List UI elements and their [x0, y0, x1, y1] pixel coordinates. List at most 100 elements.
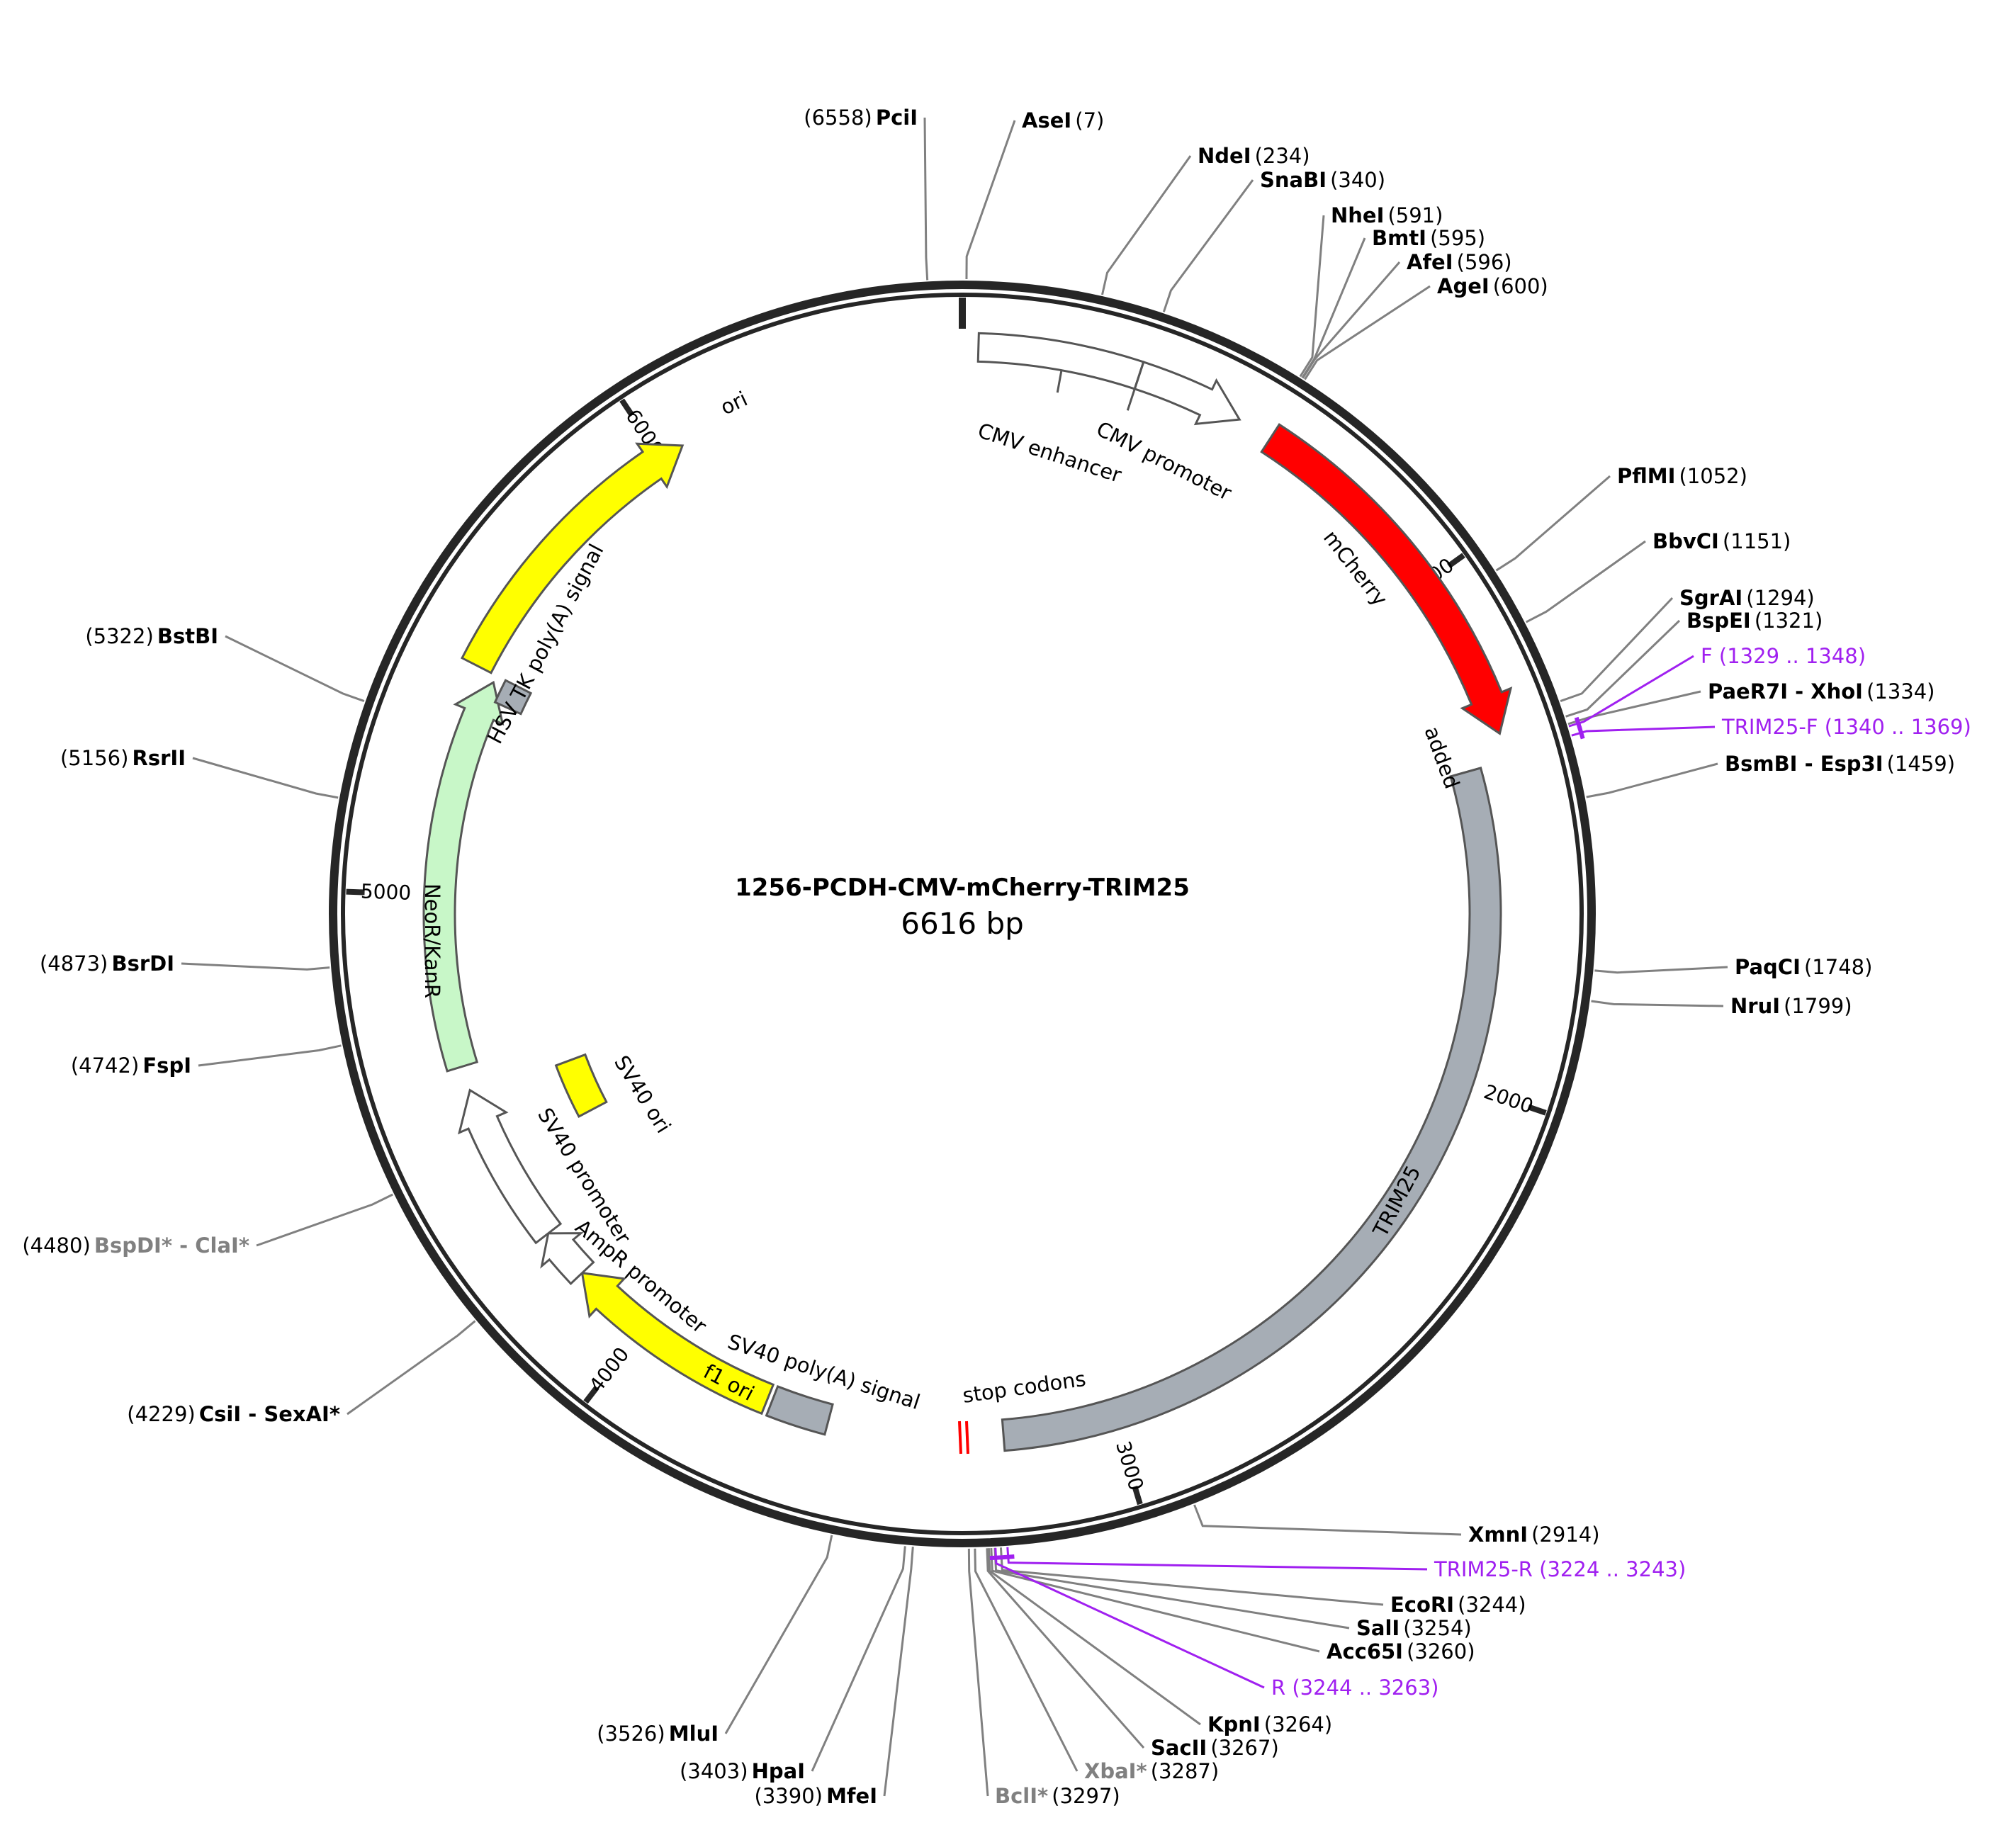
site-label-acc65i: Acc65I (3260): [1327, 1639, 1475, 1664]
site-label-bcli-: BclI* (3297): [995, 1784, 1120, 1808]
tick-label: 4000: [585, 1343, 634, 1397]
site-label-hpai: (3403) HpaI: [680, 1759, 805, 1783]
tick-mark: [346, 888, 365, 896]
site-label-asei: AseI (7): [1022, 108, 1104, 132]
feature-label-ori: ori: [716, 387, 751, 420]
feature-sv40-polya: [765, 1385, 834, 1436]
site-leader-line: [883, 1547, 914, 1797]
site-leader-line: [990, 1548, 1320, 1653]
site-label-ecori: EcoRI (3244): [1390, 1593, 1526, 1617]
plasmid-size: 6616 bp: [901, 906, 1024, 941]
stop-codon-marks: [958, 1420, 969, 1455]
site-label-sacii: SacII (3267): [1151, 1736, 1279, 1760]
tick-mark: [619, 398, 635, 417]
feature-sv40-ori: [554, 1053, 608, 1119]
stop-codons-label: stop codons: [961, 1367, 1087, 1408]
primer-label-trim25-f: TRIM25-F (1340 .. 1369): [1721, 715, 1971, 739]
feature-trim25: [1001, 767, 1502, 1452]
site-leader-line: [347, 1320, 476, 1416]
site-leader-line: [987, 1548, 1201, 1726]
site-label-rsrii: (5156) RsrII: [60, 746, 186, 770]
site-leader-line: [967, 1548, 989, 1797]
backbone-inner-ring: [341, 293, 1584, 1535]
feature-label-sv40-ori: SV40 ori: [609, 1051, 676, 1138]
site-leader-line: [724, 1535, 833, 1734]
primer-label-trim25-r: TRIM25-R (3224 .. 3243): [1434, 1557, 1686, 1581]
primer-labels: F (1329 .. 1348) TRIM25-F (1340 .. 1369) T…: [989, 644, 1971, 1700]
site-label-bbvci: BbvCI (1151): [1652, 529, 1791, 553]
site-leader-line: [1495, 475, 1611, 572]
site-label-fspi: (4742) FspI: [71, 1054, 191, 1078]
site-leader-line: [923, 117, 929, 281]
site-leader-line: [1586, 762, 1718, 798]
tick-mark: [1527, 1104, 1547, 1116]
tick-label: 5000: [360, 879, 411, 905]
site-leader-line: [986, 1548, 1145, 1749]
site-label-ndei: NdeI (234): [1198, 144, 1310, 168]
tick-mark: [583, 1385, 599, 1404]
plasmid-title: 1256-PCDH-CMV-mCherry-TRIM25: [735, 874, 1190, 902]
site-leader-line: [965, 120, 1016, 280]
site-leader-line: [1304, 285, 1431, 380]
tick-label: 2000: [1481, 1080, 1536, 1118]
site-leader-line: [256, 1193, 393, 1247]
site-label-nhei: NheI (591): [1331, 203, 1443, 227]
site-label-bspei: BspEI (1321): [1686, 609, 1823, 633]
site-leader-line: [1591, 1000, 1724, 1007]
primer-binding-mark: [1577, 726, 1585, 740]
site-label-csii-sexai-: (4229) CsiI - SexAI*: [127, 1402, 340, 1426]
site-label-paer7i-xhoi: PaeR7I - XhoI (1334): [1708, 679, 1935, 704]
site-leader-line: [1101, 155, 1192, 295]
site-leader-line: [1302, 261, 1401, 379]
feature-arrows: [422, 332, 1513, 1455]
site-leader-line: [1560, 597, 1674, 703]
site-label-xbai-: XbaI* (3287): [1084, 1759, 1219, 1783]
site-label-agei: AgeI (600): [1437, 274, 1548, 298]
plasmid-backbone: [329, 281, 1596, 1547]
feature-cmv-enhancer: [976, 332, 1145, 390]
primer-label-f: F (1329 .. 1348): [1701, 644, 1866, 668]
site-label-bmti: BmtI (595): [1372, 226, 1485, 250]
primer-leader-line: [1568, 655, 1694, 728]
site-leader-line: [198, 1044, 342, 1067]
site-label-nrui: NruI (1799): [1730, 994, 1852, 1018]
primer-leader-line: [1571, 725, 1716, 737]
cmv-promoter-pointer: [1126, 361, 1145, 411]
stop-codon-mark: [958, 1420, 962, 1455]
site-leader-line: [192, 757, 339, 799]
feature-label-added: added: [1419, 723, 1464, 792]
site-leader-line: [225, 635, 365, 703]
site-label-sali: SalI (3254): [1356, 1616, 1472, 1640]
tick-label: 3000: [1111, 1438, 1148, 1493]
site-leader-line: [974, 1548, 1079, 1772]
feature-ampr-promoter: [540, 1232, 595, 1285]
stop-codon-mark: [965, 1420, 969, 1455]
site-label-pcii: (6558) PciI: [804, 106, 918, 130]
backbone-outer-ring: [329, 281, 1596, 1547]
feature-sv40-promoter: [458, 1088, 563, 1245]
primer-leader-line: [994, 1547, 1265, 1689]
site-label-bspdi-clai-: (4480) BspDI* - ClaI*: [22, 1233, 249, 1258]
tick-mark: [1447, 553, 1465, 569]
site-label-pflmi: PflMI (1052): [1617, 464, 1747, 488]
site-label-bstbi: (5322) BstBI: [85, 624, 218, 648]
site-label-bsmbi-esp3i: BsmBI - Esp3I (1459): [1725, 752, 1955, 776]
feature-ori: [461, 442, 685, 674]
site-leader-line: [811, 1546, 906, 1772]
site-leader-line: [1594, 966, 1728, 974]
site-label-sgrai: SgrAI (1294): [1679, 586, 1815, 610]
tick-mark: [1132, 1485, 1143, 1506]
site-label-afei: AfeI (596): [1407, 250, 1512, 274]
primer-leader-line: [1006, 1547, 1428, 1571]
primer-binding-mark: [989, 1555, 1003, 1561]
site-leader-line: [1526, 540, 1646, 623]
site-label-kpni: KpnI (3264): [1207, 1712, 1332, 1736]
restriction-site-labels: (6558) PciI AseI (7) NdeI (234)SnaBI (340)…: [22, 106, 1955, 1808]
site-label-paqci: PaqCI (1748): [1735, 955, 1872, 979]
site-label-snabi: SnaBI (340): [1260, 168, 1385, 192]
site-leader-line: [181, 962, 330, 971]
site-leader-line: [999, 1547, 1384, 1606]
cmv-enhancer-pointer: [1056, 370, 1063, 393]
feature-cmv-promoter: [1133, 361, 1241, 426]
